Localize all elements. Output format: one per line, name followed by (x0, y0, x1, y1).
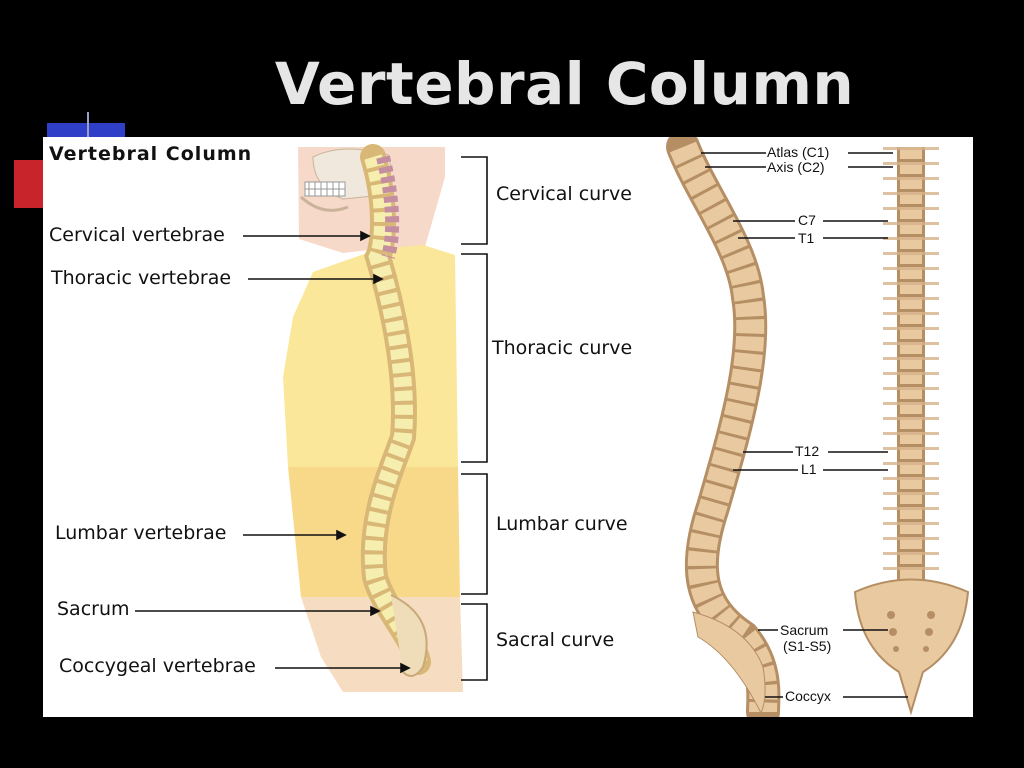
label-atlas-c1: Atlas (C1) (767, 144, 830, 160)
anatomy-figure: Vertebral Column Cervical vertebrae Thor… (43, 137, 973, 717)
label-thoracic-curve: Thoracic curve (492, 337, 633, 359)
label-sacrum-range: (S1-S5) (783, 638, 832, 654)
label-cervical-vertebrae: Cervical vertebrae (49, 224, 225, 246)
label-lumbar-vertebrae: Lumbar vertebrae (55, 522, 227, 544)
slide-title: Vertebral Column (274, 50, 855, 118)
label-t1: T1 (798, 230, 815, 246)
label-coccyx: Coccyx (785, 688, 831, 704)
label-cervical-curve: Cervical curve (496, 183, 632, 205)
label-coccygeal-vertebrae: Coccygeal vertebrae (59, 655, 256, 677)
decorative-blue-bar (47, 123, 125, 137)
decorative-red-block (14, 160, 48, 208)
curve-brackets (461, 156, 488, 681)
decorative-line (87, 112, 89, 138)
label-sacral-curve: Sacral curve (496, 629, 615, 651)
label-axis-c2: Axis (C2) (767, 159, 825, 175)
lateral-spine (666, 137, 781, 717)
posterior-spine (853, 147, 970, 716)
label-sacrum: Sacrum (57, 598, 130, 620)
right-pointer-lines (701, 152, 908, 698)
label-t12: T12 (795, 443, 820, 459)
label-lumbar-curve: Lumbar curve (496, 513, 628, 535)
left-pointer-lines (135, 230, 411, 674)
side-spine (360, 144, 431, 677)
label-c7: C7 (798, 212, 816, 228)
label-l1: L1 (801, 461, 817, 477)
label-sacrum-right: Sacrum (780, 622, 829, 638)
figure-drawing (135, 137, 970, 717)
figure-title: Vertebral Column (49, 143, 253, 165)
label-thoracic-vertebrae: Thoracic vertebrae (51, 267, 232, 289)
